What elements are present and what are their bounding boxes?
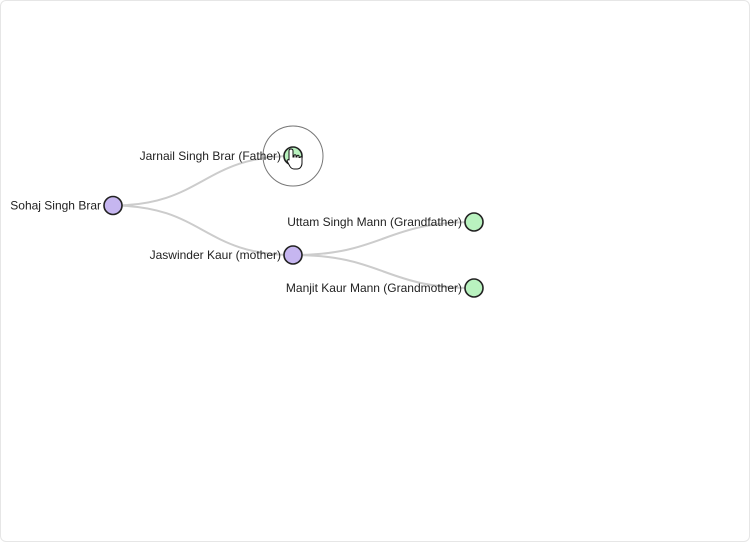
node-label: Sohaj Singh Brar: [10, 199, 101, 213]
hand-pointer-icon: [286, 148, 303, 170]
node-jarnail[interactable]: Jarnail Singh Brar (Father): [140, 146, 303, 166]
link-sohaj-jaswinder: [112, 204, 294, 256]
node-circle[interactable]: [464, 212, 484, 232]
node-circle[interactable]: [103, 195, 123, 216]
hover-ring: [262, 125, 324, 187]
node-circle[interactable]: [283, 245, 303, 265]
node-label: Uttam Singh Mann (Grandfather): [287, 215, 462, 229]
node-label: Jarnail Singh Brar (Father): [140, 149, 281, 163]
node-manjit[interactable]: Manjit Kaur Mann (Grandmother): [286, 278, 484, 298]
link-jaswinder-manjit: [292, 254, 475, 289]
node-uttam[interactable]: Uttam Singh Mann (Grandfather): [287, 212, 484, 232]
cursor-layer: [286, 148, 303, 170]
node-sohaj[interactable]: Sohaj Singh Brar: [10, 195, 123, 216]
hover-highlight-layer: [262, 125, 324, 187]
link-sohaj-jarnail: [112, 155, 294, 207]
node-jaswinder[interactable]: Jaswinder Kaur (mother): [150, 245, 303, 265]
node-label: Manjit Kaur Mann (Grandmother): [286, 281, 462, 295]
link-jaswinder-uttam: [292, 221, 475, 256]
node-circle[interactable]: [464, 278, 484, 298]
nodes-layer: Sohaj Singh Brar Jarnail Singh Brar (Fath…: [10, 146, 484, 298]
node-label: Jaswinder Kaur (mother): [150, 248, 281, 262]
hand-pointer-shape: [286, 148, 303, 170]
